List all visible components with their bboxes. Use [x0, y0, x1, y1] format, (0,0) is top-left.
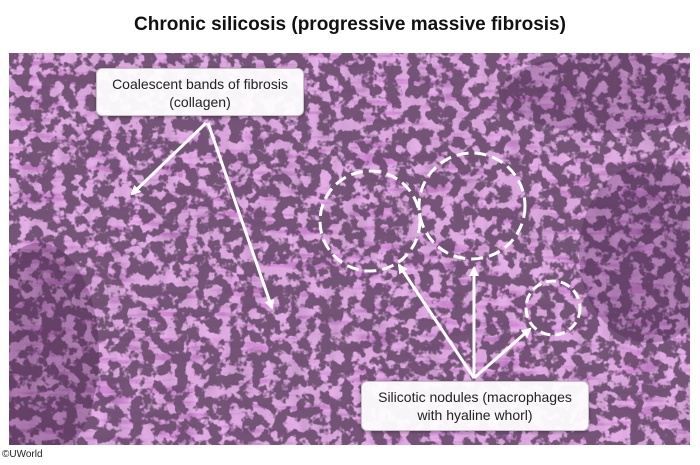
fibrosis-callout: Coalescent bands of fibrosis (collagen) — [96, 68, 304, 116]
copyright-credit: ©UWorld — [2, 449, 43, 460]
cellular-region-right — [579, 163, 690, 343]
histology-micrograph — [9, 53, 690, 445]
nodules-callout-line2: with hyaline whorl) — [417, 407, 533, 423]
micrograph-svg — [9, 53, 690, 445]
fibrosis-arrow-1 — [130, 121, 208, 196]
fibrosis-arrow-2 — [206, 122, 275, 310]
fibrosis-callout-line1: Coalescent bands of fibrosis — [112, 76, 288, 92]
nodule-circle-3 — [524, 279, 582, 337]
nodules-callout-line1: Silicotic nodules (macrophages — [378, 389, 572, 405]
nodule-arrow-3 — [473, 327, 532, 380]
nodule-circle-2 — [417, 151, 527, 261]
cellular-region-left — [9, 243, 99, 445]
nodules-callout: Silicotic nodules (macrophages with hyal… — [361, 381, 589, 431]
nodule-arrow-1 — [397, 263, 476, 379]
fibrosis-callout-line2: (collagen) — [169, 94, 231, 110]
cellular-region-top — [499, 53, 690, 133]
anthracotic-pigment — [9, 53, 690, 445]
figure-title: Chronic silicosis (progressive massive f… — [134, 14, 566, 35]
